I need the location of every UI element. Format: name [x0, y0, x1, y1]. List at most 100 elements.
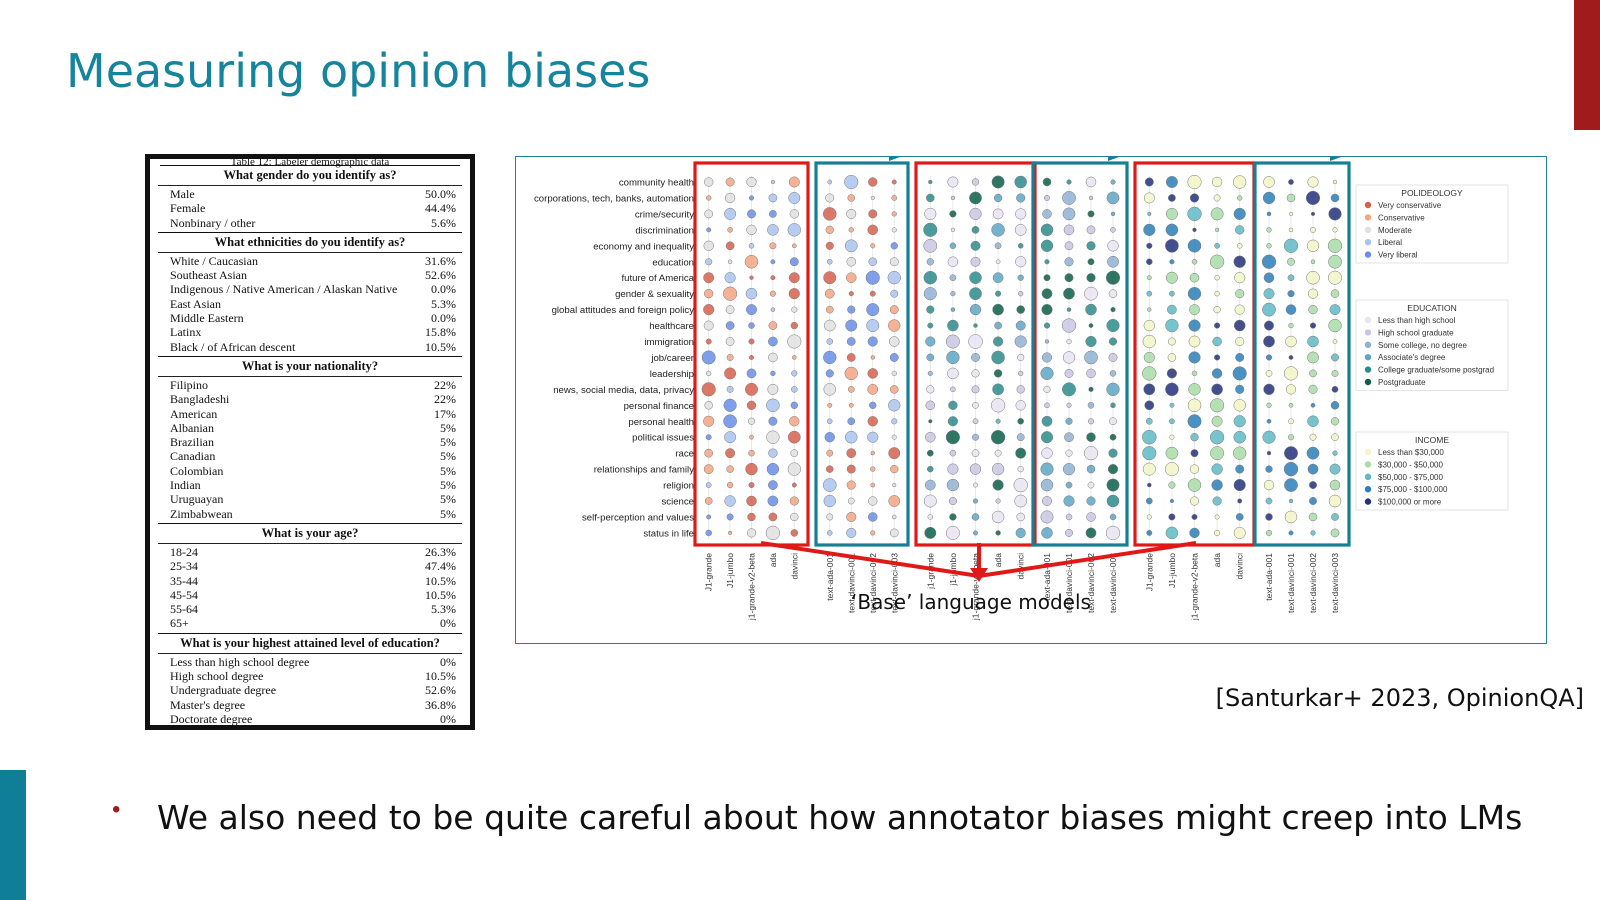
- bubble-mark: [846, 272, 857, 283]
- bubble-mark: [1188, 319, 1201, 332]
- bubble-mark: [1165, 446, 1179, 460]
- bubble-mark: [1088, 323, 1094, 328]
- bubble-mark: [971, 178, 980, 186]
- bubble-mark: [1142, 462, 1156, 476]
- bubble-mark: [1213, 194, 1221, 202]
- bubble-mark: [791, 482, 797, 488]
- bubble-mark: [1330, 417, 1340, 426]
- bubble-mark: [1328, 318, 1342, 333]
- bubble-mark: [1187, 414, 1202, 429]
- bubble-mark: [846, 527, 857, 538]
- model-tick-label: text-davinci-003: [1330, 553, 1340, 613]
- row-label: Less than high school degree: [170, 654, 310, 669]
- bubble-mark: [1332, 450, 1338, 456]
- row-label: 25-34: [170, 559, 198, 574]
- bubble-mark: [790, 321, 798, 330]
- bubble-mark: [823, 350, 837, 365]
- bubble-mark: [890, 242, 898, 250]
- bubble-mark: [1107, 255, 1119, 268]
- bubble-mark: [949, 210, 957, 218]
- bubble-mark: [1265, 513, 1273, 521]
- bubble-mark: [1262, 302, 1276, 317]
- bubble-mark: [928, 179, 933, 185]
- legend-title: POLIDEOLOGY: [1401, 188, 1463, 198]
- bubble-mark: [870, 355, 875, 360]
- bubble-mark: [945, 525, 960, 540]
- bubble-mark: [827, 259, 833, 265]
- bubble-mark: [870, 466, 876, 472]
- bubble-mark: [1213, 305, 1221, 314]
- bubble-mark: [1086, 225, 1096, 235]
- bubble-mark: [1330, 528, 1340, 538]
- bubble-mark: [927, 322, 934, 329]
- bubble-mark: [1110, 211, 1116, 217]
- topic-label: job/career: [650, 353, 694, 364]
- bubble-mark: [1062, 382, 1076, 397]
- bubble-mark: [1328, 254, 1342, 269]
- bubble-mark: [1237, 195, 1243, 201]
- topic-label: immigration: [644, 337, 694, 348]
- bubble-mark: [994, 449, 1002, 457]
- bubble-mark: [705, 529, 712, 537]
- bubble-mark: [1066, 338, 1072, 345]
- bubble-mark: [1306, 446, 1320, 460]
- bubble-mark: [926, 385, 935, 394]
- bubble-mark: [790, 529, 799, 537]
- bubble-mark: [1086, 496, 1096, 506]
- bubble-mark: [1214, 242, 1220, 249]
- bubble-mark: [972, 433, 979, 441]
- bubble-mark: [1262, 191, 1276, 205]
- bubble-mark: [1235, 464, 1245, 474]
- bubble-mark: [995, 290, 1002, 297]
- bubble-mark: [846, 208, 857, 219]
- row-value: 26.3%: [425, 544, 456, 559]
- bubble-mark: [1187, 206, 1202, 222]
- legend-entry-label: Liberal: [1378, 238, 1402, 247]
- bubble-mark: [704, 497, 713, 505]
- bubble-mark: [770, 259, 776, 265]
- bubble-mark: [1287, 274, 1295, 282]
- legend-swatch: [1364, 329, 1372, 336]
- bubble-mark: [703, 415, 715, 427]
- bubble-mark: [1087, 418, 1095, 425]
- legend-swatch: [1364, 226, 1372, 233]
- model-tick-label: J1-jumbo: [725, 553, 735, 588]
- bubble-mark: [1144, 177, 1154, 187]
- bubble-mark: [1331, 386, 1339, 393]
- bubble-mark: [993, 369, 1003, 378]
- row-label: Zimbabwean: [170, 506, 233, 521]
- bubble-mark: [948, 496, 957, 506]
- bubble-mark: [1016, 512, 1025, 522]
- bubble-mark: [846, 337, 856, 346]
- bubble-mark: [1088, 195, 1094, 201]
- bubble-mark: [824, 288, 835, 299]
- bubble-mark: [1188, 383, 1201, 396]
- bubble-mark: [769, 242, 777, 250]
- bubble-mark: [769, 210, 777, 218]
- topic-label: personal finance: [624, 401, 694, 412]
- bubble-mark: [1015, 256, 1027, 268]
- legend-entry-label: $30,000 - $50,000: [1378, 460, 1443, 469]
- bubble-mark: [1016, 385, 1025, 394]
- bubble-mark: [992, 479, 1004, 491]
- legend-entry-label: $100,000 or more: [1378, 498, 1442, 507]
- bubble-mark: [923, 270, 938, 285]
- bubble-mark: [725, 305, 735, 314]
- bubble-mark: [889, 353, 899, 362]
- bubble-mark: [1043, 274, 1051, 282]
- bubble-mark: [1235, 353, 1245, 362]
- bubble-mark: [725, 177, 735, 187]
- bubble-mark: [1330, 193, 1340, 203]
- bubble-mark: [787, 334, 802, 349]
- bubble-mark: [768, 193, 778, 203]
- legend-swatch: [1364, 214, 1372, 221]
- bubble-mark: [867, 224, 878, 236]
- bubble-mark: [1015, 447, 1027, 459]
- bubble-mark: [1308, 384, 1318, 394]
- bubble-mark: [746, 368, 757, 379]
- bubble-mark: [870, 195, 875, 201]
- bubble-mark: [1065, 528, 1073, 537]
